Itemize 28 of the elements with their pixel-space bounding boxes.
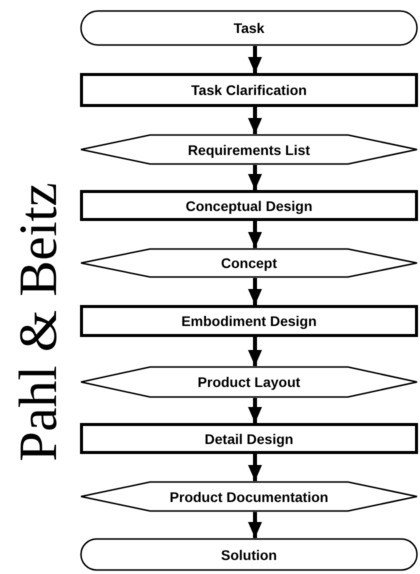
node-label: Embodiment Design [181,314,317,328]
node-label: Product Layout [198,375,300,389]
arrow [248,398,262,423]
arrow [248,454,262,481]
arrow [248,221,262,248]
result-hexagon [80,248,418,278]
process-box [80,190,418,221]
result-hexagon [80,366,418,398]
node-label: Conceptual Design [186,198,312,212]
process-box [80,423,418,454]
node-label: Task [234,21,264,35]
node-label: Solution [221,548,277,562]
node-label: Detail Design [204,432,294,446]
author-label: Pahl & Beitz [11,182,65,462]
node-label: Concept [221,256,277,270]
arrow [248,165,262,190]
arrow [248,337,262,366]
node-label: Product Documentation [170,490,328,504]
result-hexagon [80,134,418,165]
result-hexagon [80,481,418,512]
arrow [248,278,262,305]
arrow [248,46,262,73]
node-label: Requirements List [188,142,310,156]
arrow [248,512,262,538]
process-box [80,305,418,337]
arrow [248,107,262,134]
node-label: Task Clarification [191,83,307,97]
process-box [80,73,418,107]
